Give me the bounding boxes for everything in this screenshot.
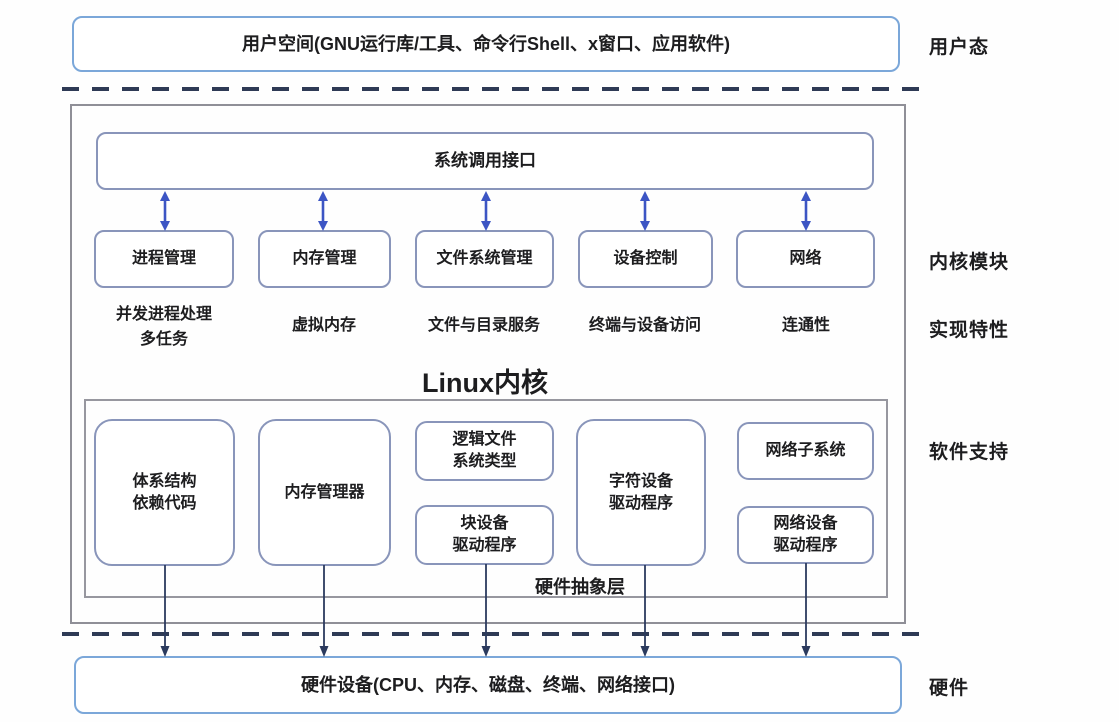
double-arrow-icon: [157, 191, 173, 236]
hal-box-char-device-drivers: 字符设备 驱动程序: [576, 419, 706, 566]
module-box-filesystem-management: 文件系统管理: [415, 230, 554, 288]
hardware-label: 硬件设备(CPU、内存、磁盘、终端、网络接口): [301, 674, 675, 695]
down-arrow-icon: [480, 564, 492, 662]
hal-box-logical-fs-types: 逻辑文件 系统类型: [415, 421, 554, 481]
module-box-memory-management: 内存管理: [258, 230, 391, 288]
double-arrow-icon: [478, 191, 494, 236]
module-label: 内存管理: [292, 250, 357, 268]
feature-device: 终端与设备访问: [588, 317, 701, 334]
double-arrow-icon: [315, 191, 331, 236]
hardware-box: 硬件设备(CPU、内存、磁盘、终端、网络接口): [74, 656, 902, 714]
hal-box-network-device-drivers: 网络设备 驱动程序: [737, 506, 874, 564]
down-arrow-icon: [639, 565, 651, 662]
down-arrow-icon: [159, 565, 171, 662]
hal-box-block-device-drivers: 块设备 驱动程序: [415, 505, 554, 565]
user-kernel-boundary-dashed-line: [62, 87, 920, 91]
kernel-container-box: [70, 104, 906, 624]
side-label-software-support: 软件支持: [929, 442, 1010, 463]
kernel-title: Linux内核: [422, 368, 548, 398]
down-arrow-icon: [318, 565, 330, 662]
double-arrow-icon: [798, 191, 814, 236]
syscall-interface-box: 系统调用接口: [96, 132, 874, 190]
module-box-process-management: 进程管理: [94, 230, 234, 288]
feature-network: 连通性: [781, 317, 830, 334]
module-box-network: 网络: [736, 230, 875, 288]
syscall-interface-label: 系统调用接口: [434, 150, 536, 170]
feature-filesystem: 文件与目录服务: [427, 317, 540, 334]
side-label-hardware: 硬件: [929, 678, 970, 699]
feature-memory: 虚拟内存: [291, 317, 356, 334]
module-label: 文件系统管理: [436, 250, 533, 268]
feature-process: 并发进程处理 多任务: [115, 306, 212, 348]
double-arrow-icon: [637, 191, 653, 236]
user-space-box: 用户空间(GNU运行库/工具、命令行Shell、x窗口、应用软件): [72, 16, 900, 72]
side-label-kernel-modules: 内核模块: [929, 252, 1010, 273]
hal-box-arch-dependent-code: 体系结构 依赖代码: [94, 419, 235, 566]
hal-box-network-subsystem: 网络子系统: [737, 422, 874, 480]
kernel-hardware-boundary-dashed-line: [62, 632, 920, 636]
hal-box-memory-manager: 内存管理器: [258, 419, 391, 566]
side-label-impl-features: 实现特性: [929, 320, 1010, 341]
side-label-user-mode: 用户态: [929, 37, 990, 58]
down-arrow-icon: [800, 563, 812, 662]
module-label: 网络: [789, 250, 822, 268]
module-box-device-control: 设备控制: [578, 230, 713, 288]
user-space-label: 用户空间(GNU运行库/工具、命令行Shell、x窗口、应用软件): [241, 33, 730, 54]
module-label: 进程管理: [131, 250, 196, 268]
hal-caption: 硬件抽象层: [535, 577, 625, 597]
module-label: 设备控制: [613, 250, 678, 268]
